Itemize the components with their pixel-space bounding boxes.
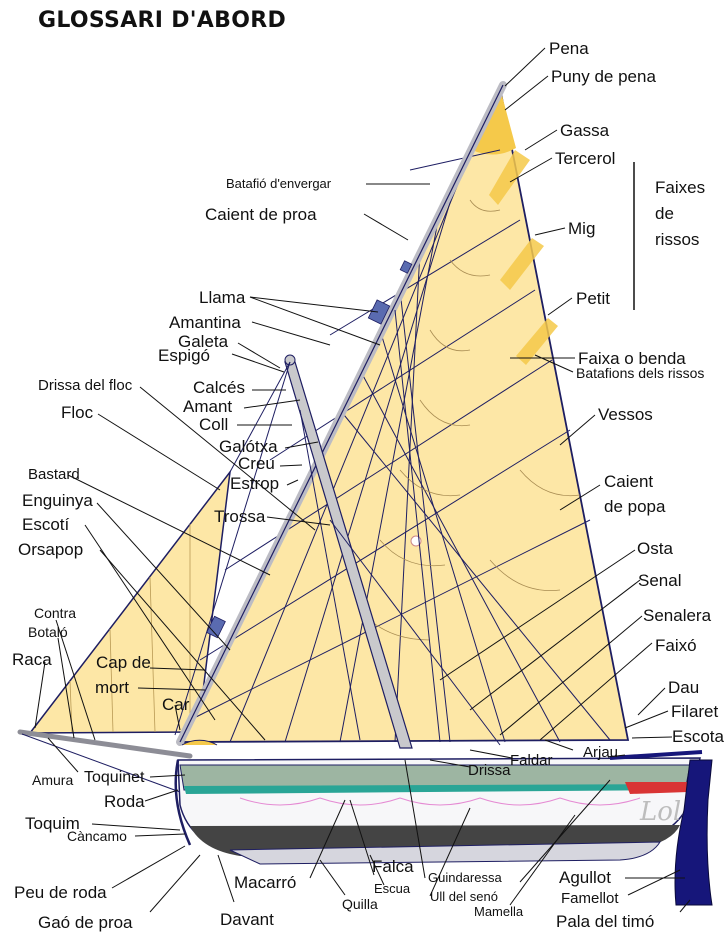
label-toquinet: Toquinet [84, 769, 145, 786]
label-falca: Falca [372, 857, 414, 876]
label-calces: Calcés [193, 378, 245, 397]
label-pena: Pena [549, 39, 589, 58]
label-escoti: Escotí [22, 515, 70, 534]
label-gassa: Gassa [560, 121, 610, 140]
label-roda: Roda [104, 792, 145, 811]
label-puny-de-pena: Puny de pena [551, 67, 656, 86]
label-coll: Coll [199, 415, 228, 434]
label-caient-de-proa: Caient de proa [205, 205, 317, 224]
label-arjau: Arjau [583, 744, 618, 761]
label-escua: Escua [374, 881, 411, 896]
label-faixes-rissos: rissos [655, 230, 699, 249]
label-espigo: Espigó [158, 346, 210, 365]
label-faixes: Faixes [655, 178, 705, 197]
label-caient-de-popa-2: de popa [604, 497, 666, 516]
label-batafions-dels-rissos: Batafions dels rissos [576, 365, 704, 381]
label-macarro: Macarró [234, 873, 296, 892]
label-mig: Mig [568, 219, 595, 238]
label-llama: Llama [199, 288, 246, 307]
hull-red-accent [625, 782, 690, 794]
label-amant: Amant [183, 397, 232, 416]
label-tercerol: Tercerol [555, 149, 615, 168]
label-ull-del-seno: Ull del senó [430, 889, 498, 904]
label-raca: Raca [12, 650, 52, 669]
label-bastard: Bastard [28, 466, 80, 483]
label-mort: mort [95, 678, 129, 697]
label-car: Car [162, 695, 190, 714]
label-floc: Floc [61, 403, 94, 422]
label-senalera: Senalera [643, 606, 712, 625]
label-filaret: Filaret [671, 702, 719, 721]
label-osta: Osta [637, 539, 673, 558]
label-peu-de-roda: Peu de roda [14, 883, 107, 902]
label-famellot: Famellot [561, 890, 619, 907]
bowsprit [20, 732, 190, 756]
label-cap-de: Cap de [96, 653, 151, 672]
label-caient-de-popa-1: Caient [604, 472, 653, 491]
label-drissa-del-floc: Drissa del floc [38, 377, 133, 394]
label-cancamo: Càncamo [67, 828, 127, 844]
label-estrop: Estrop [230, 474, 279, 493]
label-drissa: Drissa [468, 762, 511, 779]
label-pala-del-timo: Pala del timó [556, 912, 654, 931]
label-botalo: Botaló [28, 624, 68, 640]
label-faldar: Faldar [510, 752, 553, 769]
label-petit: Petit [576, 289, 610, 308]
label-senal: Senal [638, 571, 681, 590]
label-enguinya: Enguinya [22, 491, 93, 510]
label-escota: Escota [672, 727, 725, 746]
label-amura: Amura [32, 772, 73, 788]
label-agullot: Agullot [559, 868, 611, 887]
label-davant: Davant [220, 910, 274, 929]
label-trossa: Trossa [214, 507, 266, 526]
label-guindaressa: Guindaressa [428, 870, 502, 885]
label-mamella: Mamella [474, 904, 524, 919]
label-contra: Contra [34, 605, 76, 621]
label-faixo: Faixó [655, 636, 697, 655]
label-creu: Creu [238, 454, 275, 473]
label-gao-de-proa: Gaó de proa [38, 913, 133, 932]
label-vessos: Vessos [598, 405, 653, 424]
label-faixes-de: de [655, 204, 674, 223]
label-amantina: Amantina [169, 313, 241, 332]
label-quilla: Quilla [342, 896, 378, 912]
label-batafio-denvergar: Batafió d'envergar [226, 176, 332, 191]
label-orsapop: Orsapop [18, 540, 83, 559]
label-dau: Dau [668, 678, 699, 697]
